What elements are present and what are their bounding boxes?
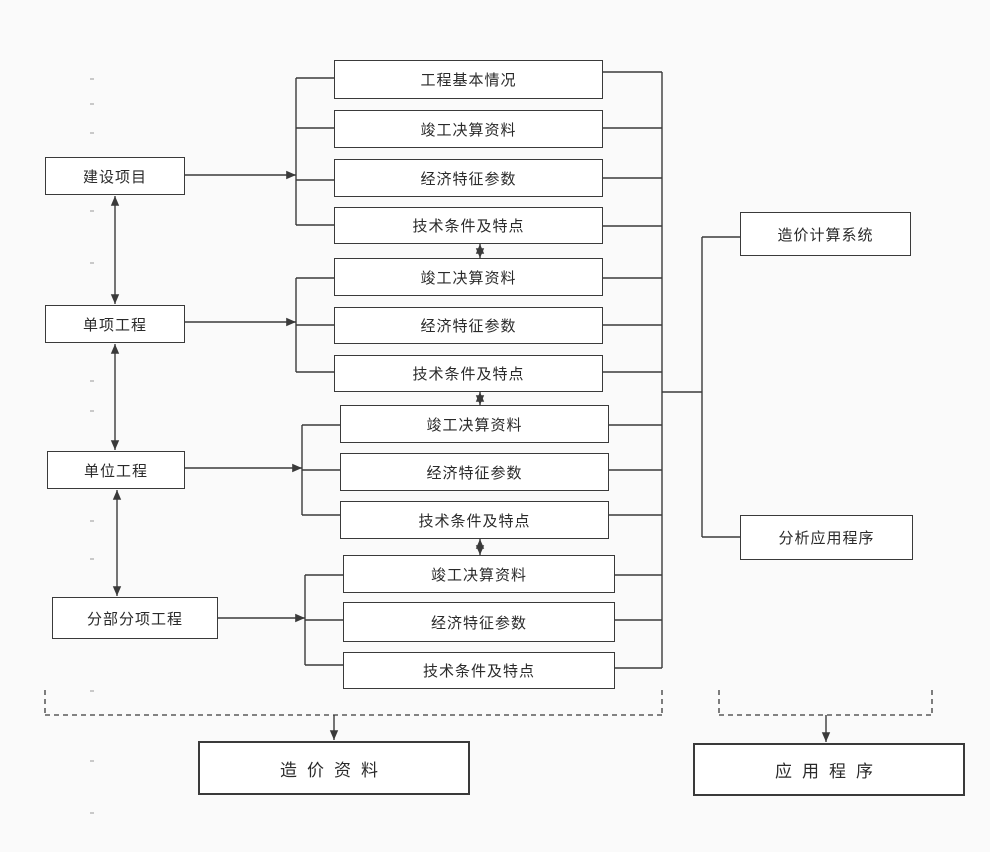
node-final-accounts: 竣工决算资料 xyxy=(340,405,609,443)
node-final-accounts: 竣工决算资料 xyxy=(334,110,603,148)
node-economic-params: 经济特征参数 xyxy=(343,602,615,642)
node-technical-conditions: 技术条件及特点 xyxy=(340,501,609,539)
margin-tick xyxy=(90,760,94,762)
node-final-accounts: 竣工决算资料 xyxy=(334,258,603,296)
node-economic-params: 经济特征参数 xyxy=(334,307,603,344)
node-unit-engineering: 单位工程 xyxy=(47,451,185,489)
margin-tick xyxy=(90,410,94,412)
node-application: 应用程序 xyxy=(693,743,965,796)
margin-tick xyxy=(90,210,94,212)
margin-tick xyxy=(90,558,94,560)
node-economic-params: 经济特征参数 xyxy=(334,159,603,197)
margin-tick xyxy=(90,132,94,134)
node-final-accounts: 竣工决算资料 xyxy=(343,555,615,593)
node-technical-conditions: 技术条件及特点 xyxy=(334,355,603,392)
node-sub-item: 分部分项工程 xyxy=(52,597,218,639)
node-cost-system: 造价计算系统 xyxy=(740,212,911,256)
margin-tick xyxy=(90,78,94,80)
node-technical-conditions: 技术条件及特点 xyxy=(343,652,615,689)
node-economic-params: 经济特征参数 xyxy=(340,453,609,491)
node-cost-data: 造价资料 xyxy=(198,741,470,795)
margin-tick xyxy=(90,520,94,522)
margin-tick xyxy=(90,262,94,264)
node-analysis-program: 分析应用程序 xyxy=(740,515,913,560)
margin-tick xyxy=(90,103,94,105)
node-basic-info: 工程基本情况 xyxy=(334,60,603,99)
margin-tick xyxy=(90,812,94,814)
node-technical-conditions: 技术条件及特点 xyxy=(334,207,603,244)
node-project: 建设项目 xyxy=(45,157,185,195)
node-single-item: 单项工程 xyxy=(45,305,185,343)
margin-tick xyxy=(90,690,94,692)
margin-tick xyxy=(90,380,94,382)
